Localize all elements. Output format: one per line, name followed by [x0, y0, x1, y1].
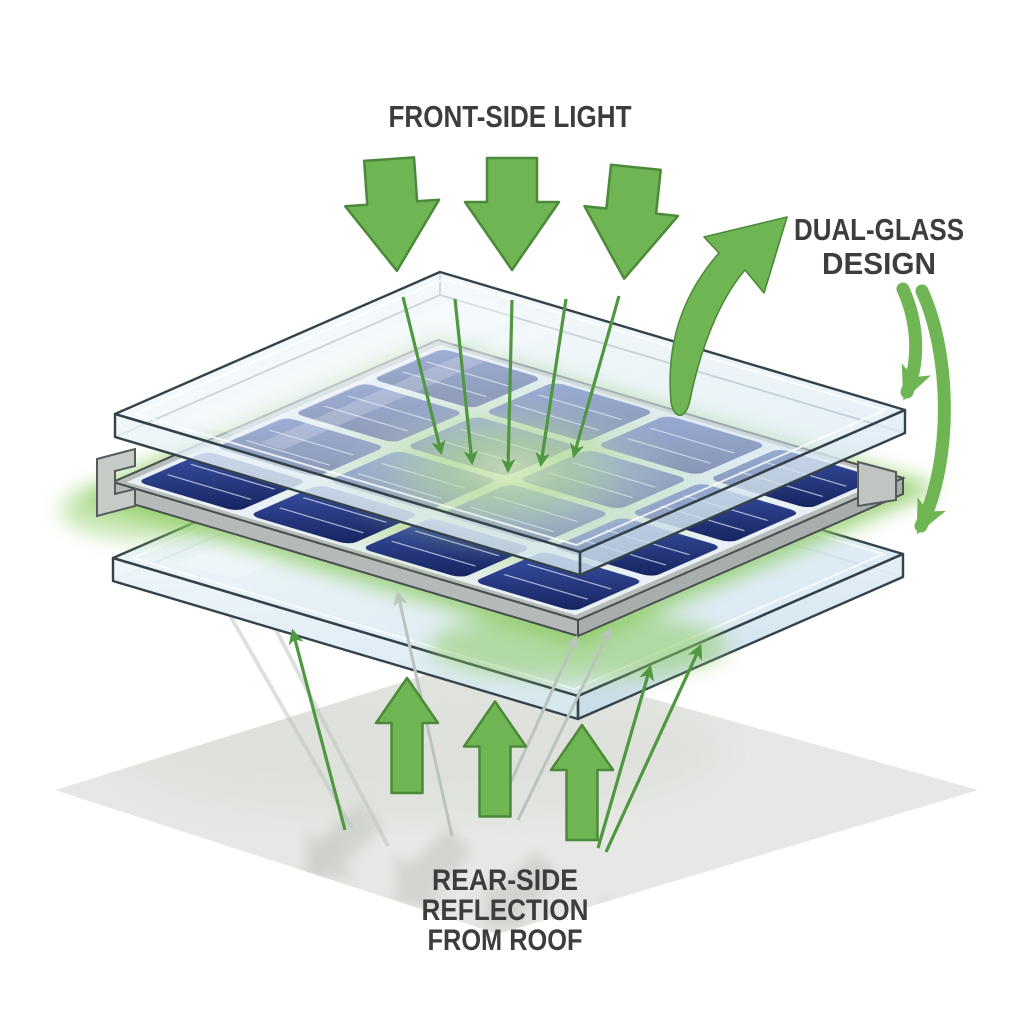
- pointer-rear-glass: [914, 284, 951, 535]
- front-light-arrow-1: [340, 154, 446, 276]
- pointer-front-glass: [896, 282, 931, 401]
- rear-side-label-line1: REAR-SIDE: [432, 864, 578, 897]
- transmitted-light-arrows: [401, 295, 621, 474]
- front-light-arrow-3: [576, 161, 684, 285]
- transmitted-beam-rays: [226, 611, 390, 847]
- rear-side-label-line3: FROM ROOF: [428, 924, 583, 957]
- swoosh-arrow: [669, 216, 788, 417]
- dual-glass-label-line1: DUAL-GLASS: [794, 212, 964, 247]
- front-side-light-label: FRONT-SIDE LIGHT: [389, 99, 632, 134]
- frame-channel-left: [96, 447, 136, 518]
- rear-side-label-line2: REFLECTION: [422, 894, 589, 927]
- frame-channel-right: [857, 460, 897, 508]
- dual-glass-pointer-arrows: [669, 216, 951, 535]
- labels: FRONT-SIDE LIGHT DUAL-GLASS DESIGN REAR-…: [389, 99, 965, 957]
- front-light-arrow-2: [463, 156, 561, 272]
- front-light-arrows: [340, 154, 684, 285]
- dual-glass-label-line2: DESIGN: [822, 246, 936, 281]
